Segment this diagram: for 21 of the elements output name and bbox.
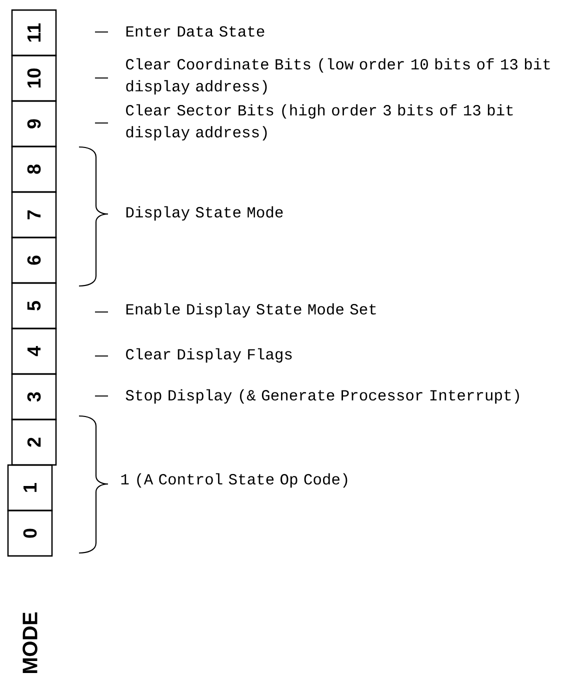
description-text: Clear Sector Bits (high order 3 bits of 13 bit display address) <box>126 104 513 140</box>
bit-box: 11 <box>11 9 57 56</box>
bit-box: 5 <box>11 282 57 330</box>
bit-box: 8 <box>11 146 57 193</box>
bit-box: 0 <box>7 510 53 557</box>
bit-box: 10 <box>11 54 57 102</box>
description-text: Stop Display (& Generate Processor Interrupt) <box>126 389 519 404</box>
bit-box: 2 <box>11 418 57 466</box>
description-text: Clear Display Flags <box>126 348 292 363</box>
bit-box: 4 <box>11 328 57 375</box>
bit-box: 6 <box>11 236 57 284</box>
description-text: Enter Data State <box>126 26 264 37</box>
description-text: Display State Mode <box>126 206 283 221</box>
bit-box: 1 <box>7 464 53 512</box>
bit-box: 9 <box>11 100 57 148</box>
description-text: 1 (A Control State Op Code) <box>121 473 348 488</box>
bit-box: 3 <box>11 373 57 420</box>
description-text: Enable Display State Mode Set <box>126 303 376 318</box>
description-text: Clear Coordinate Bits (low order 10 bits of 13 bit display address) <box>126 58 550 94</box>
bit-box: 7 <box>11 191 57 238</box>
vertical-label: MODE <box>22 612 38 673</box>
